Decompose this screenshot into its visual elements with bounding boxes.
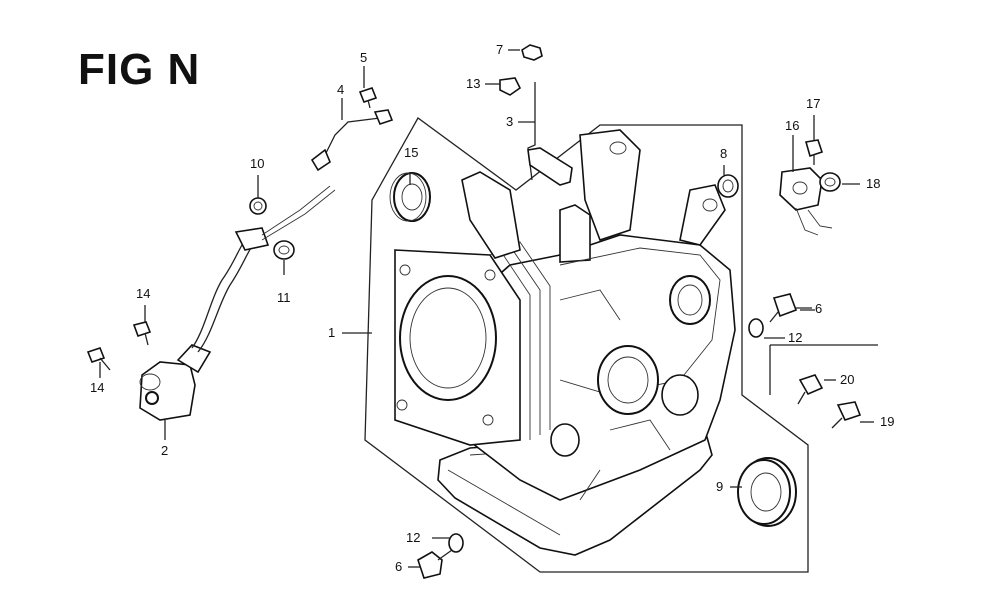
callout-6-upper: 6 xyxy=(815,301,822,316)
screw-drawing xyxy=(358,87,378,109)
callout-20: 20 xyxy=(840,372,854,387)
clip-drawing xyxy=(499,77,522,96)
plug-drawing xyxy=(717,174,739,198)
bolt-drawing xyxy=(86,321,152,371)
switch-bracket-drawing xyxy=(779,139,841,236)
main-oil-seal-drawing xyxy=(737,457,797,527)
callout-17: 17 xyxy=(806,96,820,111)
sensor-group-outline xyxy=(769,344,878,395)
oil-seal-drawing xyxy=(389,172,431,222)
oil-alert-unit-drawing xyxy=(139,185,336,421)
callout-7: 7 xyxy=(496,42,503,57)
callout-5: 5 xyxy=(360,50,367,65)
callout-18: 18 xyxy=(866,176,880,191)
callout-10: 10 xyxy=(250,156,264,171)
callout-2: 2 xyxy=(161,443,168,458)
washer-drawing xyxy=(249,197,267,215)
callout-14-upper: 14 xyxy=(136,286,150,301)
grommet-drawing xyxy=(273,240,295,260)
dipstick-drawing xyxy=(527,82,573,186)
callout-14-lower: 14 xyxy=(90,380,104,395)
crankcase-drawing xyxy=(394,129,736,556)
figure-title: FIG N xyxy=(78,45,201,94)
callout-8: 8 xyxy=(720,146,727,161)
flange-bolt-drawing xyxy=(417,293,798,579)
sealing-washer-drawing xyxy=(448,533,464,553)
callout-13: 13 xyxy=(466,76,480,91)
leader-lines xyxy=(99,49,874,568)
callout-19: 19 xyxy=(880,414,894,429)
oil-level-switch-drawing xyxy=(797,374,862,429)
ground-wire-drawing xyxy=(310,109,394,172)
callout-4: 4 xyxy=(337,82,344,97)
callout-12-lower: 12 xyxy=(406,530,420,545)
callout-1: 1 xyxy=(328,325,335,340)
callout-3: 3 xyxy=(506,114,513,129)
sealing-washer-drawing xyxy=(748,318,764,338)
crankcase-group-outline xyxy=(364,117,809,573)
nut-drawing xyxy=(521,44,543,61)
callout-12-upper: 12 xyxy=(788,330,802,345)
callout-6-lower: 6 xyxy=(395,559,402,574)
callout-11: 11 xyxy=(277,290,291,305)
callout-9: 9 xyxy=(716,479,723,494)
callout-15: 15 xyxy=(404,145,418,160)
callout-16: 16 xyxy=(785,118,799,133)
